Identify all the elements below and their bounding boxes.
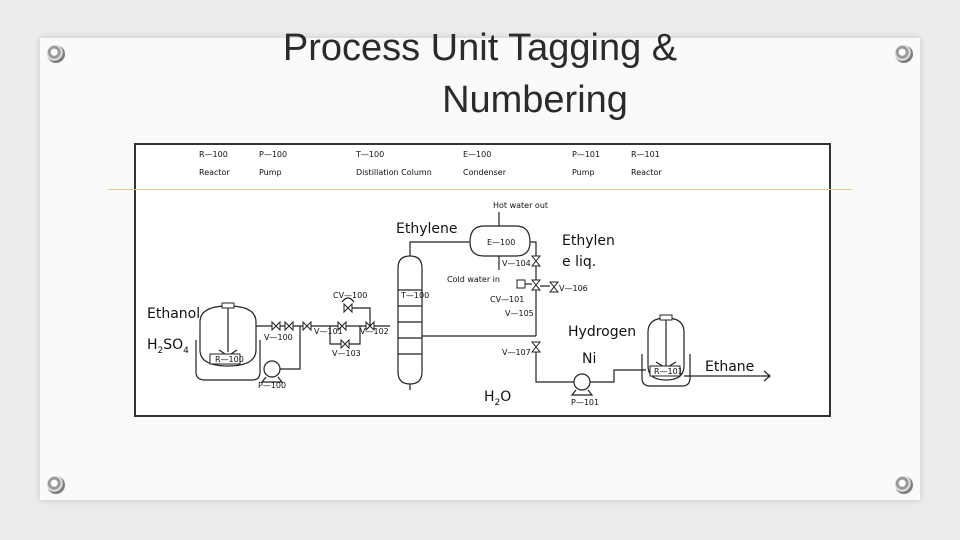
header-name: Pump [259,168,282,177]
valves-feed: V—100 V—101 V—102 V—103 [264,320,389,358]
pushpin-icon [895,476,913,494]
header-name: Condenser [463,168,507,177]
title-line-2: Numbering [442,79,628,121]
tag-v105: V—105 [505,309,534,318]
tag-v104: V—104 [502,259,531,268]
pushpin-icon [47,476,65,494]
header-tag: R—100 [199,150,228,159]
label-hot-water-out: Hot water out [493,201,548,210]
tag-p100: P—100 [258,381,286,390]
slide-title: Process Unit Tagging & Numbering [0,22,960,126]
header-name: Pump [572,168,595,177]
valves-right: V—104 V—106 CV—101 V—105 V—107 [490,255,588,357]
pump-p100: P—100 [258,360,286,390]
label-h2o: H2O [484,389,511,408]
tag-cv100: CV—100 [333,291,367,300]
control-valve-cv100: CV—100 [333,291,371,326]
tag-t100: T—100 [400,291,429,300]
header-name: Distillation Column [356,168,432,177]
tag-r101: R—101 [654,367,683,376]
label-ethylene: Ethylene [396,221,457,237]
tag-v103: V—103 [332,349,361,358]
tag-v100: V—100 [264,333,293,342]
header-tag: P—101 [572,150,600,159]
reactor-r101: R—101 [641,314,691,387]
equipment-header: R—100 P—100 T—100 E—100 P—101 R—101 Reac… [199,150,662,177]
tag-e100: E—100 [487,238,515,247]
label-ethane: Ethane [705,359,754,375]
title-line-1: Process Unit Tagging & [282,27,678,69]
label-ethylene-liq-2: e liq. [562,254,596,270]
diagram-frame [134,143,831,417]
header-tag: R—101 [631,150,660,159]
header-tag: E—100 [463,150,491,159]
tag-v102: V—102 [360,327,389,336]
column-t100: T—100 [397,255,429,385]
pushpin-icon [47,45,65,63]
label-cold-water-in: Cold water in [447,275,500,284]
label-h2so4: H2SO4 [147,337,189,356]
tag-cv101: CV—101 [490,295,524,304]
tag-v106: V—106 [559,284,588,293]
accent-line [108,189,852,190]
tag-v107: V—107 [502,348,531,357]
pushpin-icon [895,45,913,63]
label-ethylene-liq-1: Ethylen [562,233,615,249]
pump-p101: P—101 [570,373,599,407]
reactor-r100: R—100 [195,302,261,381]
tag-p101: P—101 [571,398,599,407]
header-name: Reactor [631,168,662,177]
header-name: Reactor [199,168,230,177]
tag-v101: V—101 [314,327,343,336]
label-ethanol: Ethanol [147,306,200,322]
header-tag: T—100 [355,150,384,159]
tag-r100: R—100 [215,355,244,364]
header-tag: P—100 [259,150,287,159]
label-hydrogen: Hydrogen [568,324,636,340]
label-ni: Ni [582,351,596,367]
